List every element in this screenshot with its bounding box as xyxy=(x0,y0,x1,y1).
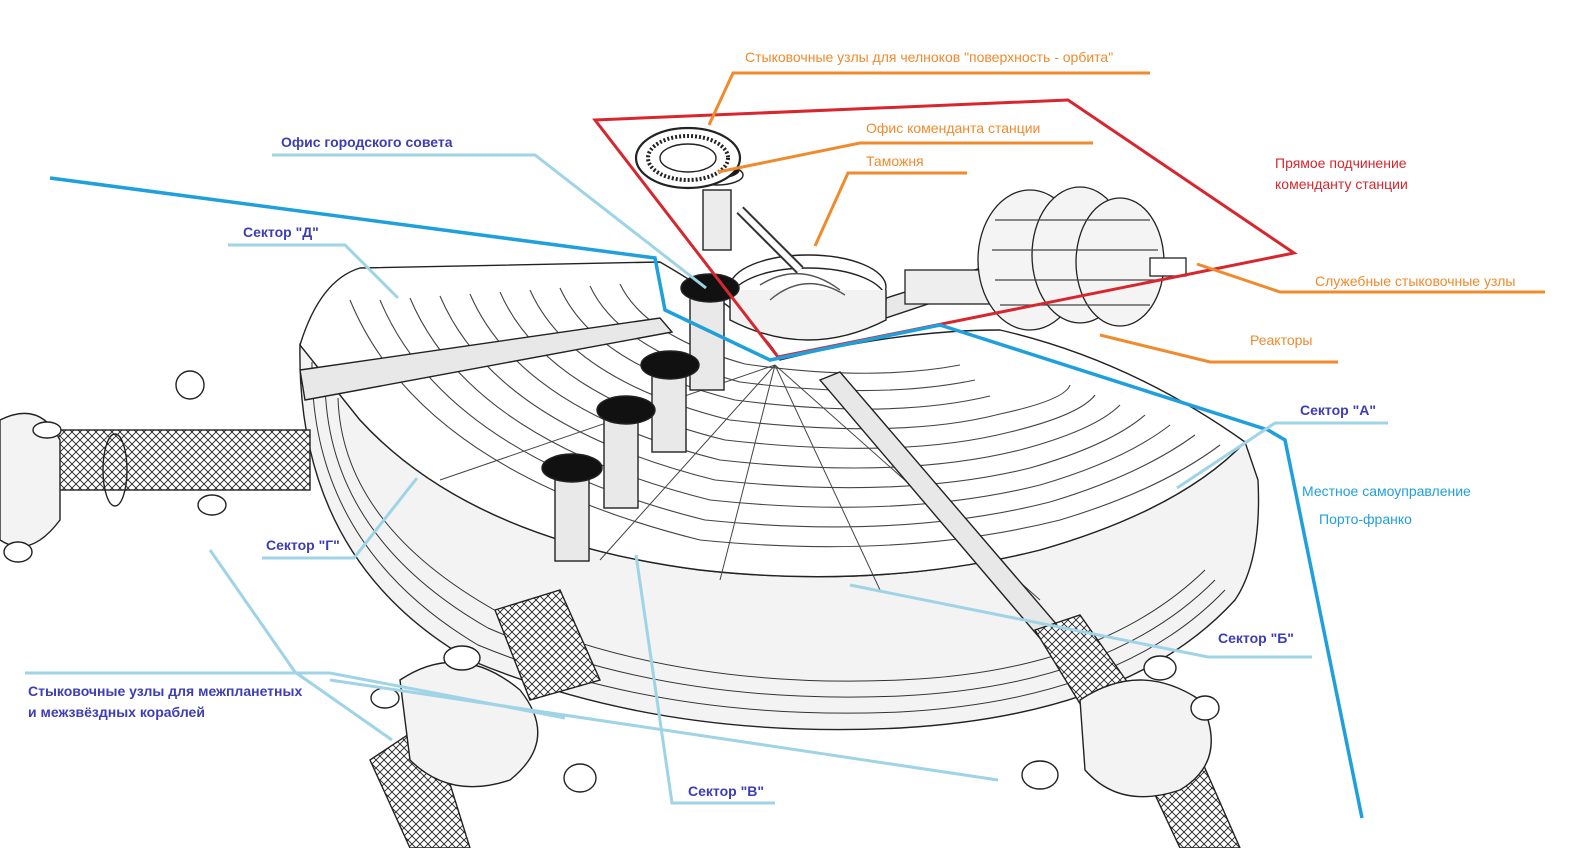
label-porto-franco: Порто-франко xyxy=(1319,511,1412,527)
pointer-sector-b xyxy=(849,583,1312,659)
self-government-zone-outline xyxy=(49,176,1364,819)
deck-rings xyxy=(349,283,1221,548)
pointer-sector-v xyxy=(634,554,775,805)
reactor-torus xyxy=(904,186,1187,331)
label-sector-d: Сектор "Д" xyxy=(243,224,319,240)
commandant-tower xyxy=(702,189,732,251)
station-structure xyxy=(0,126,1260,848)
label-direct-subordination-1: Прямое подчинение xyxy=(1275,155,1407,171)
label-sector-g: Сектор "Г" xyxy=(266,537,340,553)
dock-arm-bottom-right xyxy=(1021,614,1241,848)
label-city-council-office: Офис городского совета xyxy=(281,134,453,150)
pointer-ship-docks-b xyxy=(208,549,393,742)
pointer-sector-d xyxy=(228,243,400,300)
dock-arm-left xyxy=(0,370,311,563)
label-customs: Таможня xyxy=(866,153,924,169)
pointer-service-docks xyxy=(1196,262,1545,294)
label-ship-docks-2: и межзвёздных кораблей xyxy=(28,704,205,720)
pointer-reactors xyxy=(1099,333,1338,364)
zone-outlines xyxy=(49,98,1364,819)
pointer-sector-g xyxy=(262,477,419,560)
pointer-ship-docks-c xyxy=(329,678,999,782)
pointer-lines-light-blue xyxy=(25,153,1388,805)
label-ship-docks-1: Стыковочные узлы для межпланетных xyxy=(28,683,303,699)
pointer-commandant-office xyxy=(717,141,1093,174)
label-self-government: Местное самоуправление xyxy=(1302,483,1471,499)
label-sector-v: Сектор "В" xyxy=(688,783,764,799)
label-sector-a: Сектор "А" xyxy=(1300,402,1376,418)
pointer-customs xyxy=(813,171,967,247)
pointer-lines-orange xyxy=(707,71,1545,364)
commandant-zone-outline xyxy=(592,98,1298,359)
label-service-docks: Служебные стыковочные узлы xyxy=(1315,273,1516,289)
label-commandant-office: Офис коменданта станции xyxy=(866,120,1041,136)
pointer-shuttle-docks xyxy=(707,71,1150,126)
label-direct-subordination-2: коменданту станции xyxy=(1275,176,1408,192)
label-reactors: Реакторы xyxy=(1250,332,1313,348)
pipe-bundle-left xyxy=(299,317,674,401)
label-sector-b: Сектор "Б" xyxy=(1218,630,1294,646)
label-shuttle-docks: Стыковочные узлы для челноков "поверхнос… xyxy=(745,49,1114,65)
pointer-sector-a xyxy=(1176,421,1388,490)
pointer-city-council xyxy=(272,153,707,290)
